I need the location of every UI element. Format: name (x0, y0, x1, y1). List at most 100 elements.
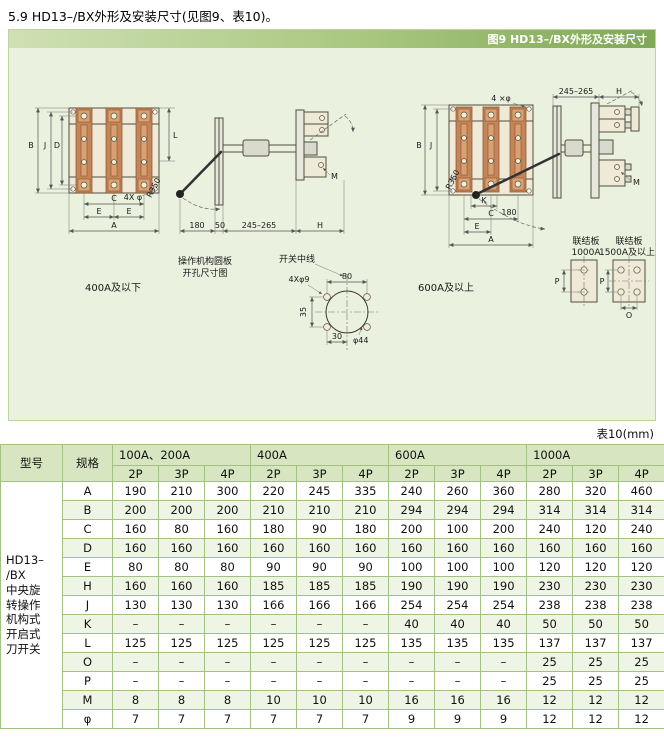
link-plate-1-name: 联结板 (572, 235, 599, 247)
model-name-line: 中央旋 (6, 582, 41, 597)
value-cell: 10 (341, 690, 390, 710)
spec-cell: E (62, 557, 113, 577)
mounting-holes-label-right: 4 ×φ (491, 94, 511, 103)
value-cell: 180 (250, 519, 297, 539)
pole-header: 4P (204, 465, 251, 482)
pole-header: 4P (480, 465, 528, 482)
manual-page: 5.9 HD13–/BX外形及安装尺寸(见图9、表10)。 图9 HD13–/B… (0, 9, 664, 729)
value-cell: 7 (158, 709, 205, 729)
value-cell: 100 (480, 557, 528, 577)
value-cell: 166 (341, 595, 390, 615)
value-cell: 137 (572, 633, 620, 653)
value-cell: 125 (204, 633, 251, 653)
dim-label-245-265: 245–265 (242, 221, 277, 230)
value-cell: 25 (572, 671, 620, 691)
model-name-line: 机构式 (6, 612, 41, 627)
value-cell: – (112, 652, 159, 672)
pole-header: 4P (618, 465, 664, 482)
dim-label-l: L (173, 131, 178, 140)
value-cell: 7 (296, 709, 343, 729)
value-cell: 80 (204, 557, 251, 577)
value-cell: 130 (204, 595, 251, 615)
value-cell: 210 (341, 500, 390, 520)
left-caption: 400A及以下 (85, 282, 141, 294)
value-cell: 80 (158, 519, 205, 539)
right-drawing: 4 ×φ B J (416, 87, 655, 320)
figure-9: 图9 HD13–/BX外形及安装尺寸 (8, 29, 656, 421)
value-cell: 25 (572, 652, 620, 672)
value-cell: 80 (112, 557, 159, 577)
value-cell: 210 (250, 500, 297, 520)
value-cell: 9 (480, 709, 528, 729)
col-header-spec: 规格 (62, 444, 113, 482)
value-cell: 25 (526, 671, 574, 691)
spec-cell: H (62, 576, 113, 596)
value-cell: 230 (526, 576, 574, 596)
value-cell: – (112, 671, 159, 691)
value-cell: – (204, 671, 251, 691)
value-cell: 166 (250, 595, 297, 615)
right-side-view: M (590, 89, 643, 199)
dim-label-50: 50 (215, 221, 225, 230)
value-cell: 125 (341, 633, 390, 653)
dim-label-e2: E (126, 207, 131, 216)
model-name-line: 转操作 (6, 597, 41, 612)
value-cell: 125 (296, 633, 343, 653)
value-cell: 160 (158, 538, 205, 558)
value-cell: – (296, 652, 343, 672)
value-cell: – (388, 652, 436, 672)
value-cell: 314 (572, 500, 620, 520)
value-cell: 120 (572, 519, 620, 539)
value-cell: 160 (204, 519, 251, 539)
value-cell: 100 (434, 557, 482, 577)
spec-cell: φ (62, 709, 113, 729)
link-plate-1500a: 联结板 1500A及以上 O P (599, 235, 655, 320)
value-cell: – (250, 652, 297, 672)
value-cell: – (158, 671, 205, 691)
value-cell: – (296, 671, 343, 691)
value-cell: 260 (434, 481, 482, 501)
value-cell: 240 (526, 519, 574, 539)
value-cell: – (480, 671, 528, 691)
value-cell: 245 (296, 481, 343, 501)
pole-header: 4P (341, 465, 390, 482)
pole-header: 2P (250, 465, 297, 482)
value-cell: 10 (296, 690, 343, 710)
dim-label-180-right: 180 (501, 208, 516, 217)
dim-label-b: B (28, 141, 34, 150)
handle-grip (176, 190, 184, 198)
value-cell: 230 (618, 576, 664, 596)
table-header: 型号 规格 100A、200A 400A 600A 1000A 2P 3P 4P… (0, 444, 664, 482)
col-group-100a-200a: 100A、200A (112, 444, 251, 466)
dim-label-p2: P (600, 277, 605, 286)
value-cell: 190 (388, 576, 436, 596)
value-cell: – (250, 671, 297, 691)
pole-header: 3P (434, 465, 482, 482)
model-name-line: 开启式 (6, 627, 41, 642)
value-cell: 254 (480, 595, 528, 615)
value-cell: 12 (526, 709, 574, 729)
spec-cell: M (62, 690, 113, 710)
model-name-line: /BX (6, 568, 26, 583)
value-cell: 190 (434, 576, 482, 596)
dim-label-p1: P (555, 277, 560, 286)
value-cell: – (204, 614, 251, 634)
value-cell: 185 (296, 576, 343, 596)
value-cell: 40 (388, 614, 436, 634)
left-side-view: M (295, 109, 355, 181)
value-cell: 7 (341, 709, 390, 729)
value-cell: – (158, 652, 205, 672)
link-plate-2-name: 联结板 (615, 235, 642, 247)
pole-header: 3P (158, 465, 205, 482)
col-group-600a: 600A (388, 444, 528, 466)
value-cell: 294 (480, 500, 528, 520)
value-cell: 190 (112, 481, 159, 501)
value-cell: 12 (572, 690, 620, 710)
